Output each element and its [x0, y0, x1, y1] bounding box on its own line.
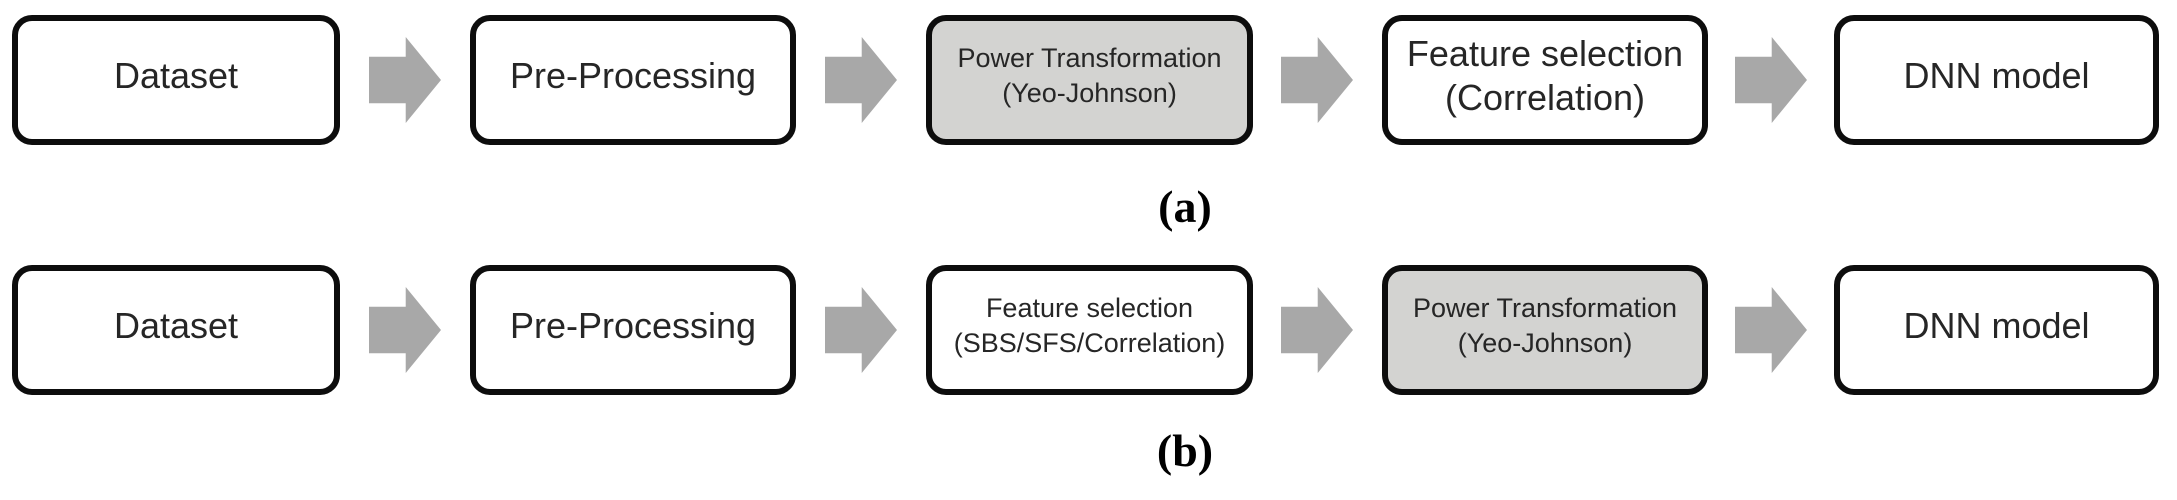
flow-arrow-icon	[369, 37, 441, 123]
flow-step-sublabel: (Yeo-Johnson)	[1457, 328, 1633, 358]
flow-step-label: Feature selection	[985, 293, 1194, 324]
flow-step-dnn-model: DNN model	[1834, 15, 2159, 145]
flow-step-sublabel: (Yeo-Johnson)	[1002, 78, 1177, 108]
flow-step-label: DNN model	[1903, 55, 2090, 97]
flow-step-dataset: Dataset	[12, 15, 340, 145]
flow-step-label: Feature selection	[1406, 33, 1684, 75]
flow-step-preprocessing: Pre-Processing	[470, 265, 796, 395]
flow-step-label: Power Transformation	[1412, 293, 1678, 324]
flow-step-power-transformation: Power Transformation (Yeo-Johnson)	[1382, 265, 1708, 395]
flow-step-feature-selection: Feature selection (SBS/SFS/Correlation)	[926, 265, 1253, 395]
flow-step-sublabel: (Correlation)	[1444, 77, 1646, 118]
flow-step-label: Pre-Processing	[509, 305, 757, 347]
flow-arrow-icon	[1281, 287, 1353, 373]
flow-step-label: Dataset	[113, 305, 239, 347]
flow-step-feature-selection: Feature selection (Correlation)	[1382, 15, 1708, 145]
flow-arrow-icon	[825, 37, 897, 123]
pipeline-row-b: Dataset Pre-Processing Feature selection…	[0, 265, 2177, 395]
flow-arrow-icon	[1735, 287, 1807, 373]
flow-step-power-transformation: Power Transformation (Yeo-Johnson)	[926, 15, 1253, 145]
flow-step-dataset: Dataset	[12, 265, 340, 395]
flow-step-label: Dataset	[113, 55, 239, 97]
flow-step-sublabel: (SBS/SFS/Correlation)	[953, 328, 1226, 358]
pipeline-row-a: Dataset Pre-Processing Power Transformat…	[0, 15, 2177, 145]
flow-step-preprocessing: Pre-Processing	[470, 15, 796, 145]
flow-arrow-icon	[1735, 37, 1807, 123]
flow-arrow-icon	[1281, 37, 1353, 123]
flow-step-label: Power Transformation	[957, 43, 1222, 74]
flow-step-dnn-model: DNN model	[1834, 265, 2159, 395]
flow-arrow-icon	[825, 287, 897, 373]
flow-arrow-icon	[369, 287, 441, 373]
flow-step-label: Pre-Processing	[509, 55, 757, 97]
subfigure-label-a: (a)	[1158, 181, 1212, 232]
flow-step-label: DNN model	[1903, 305, 2090, 347]
subfigure-label-b: (b)	[1156, 425, 1214, 476]
